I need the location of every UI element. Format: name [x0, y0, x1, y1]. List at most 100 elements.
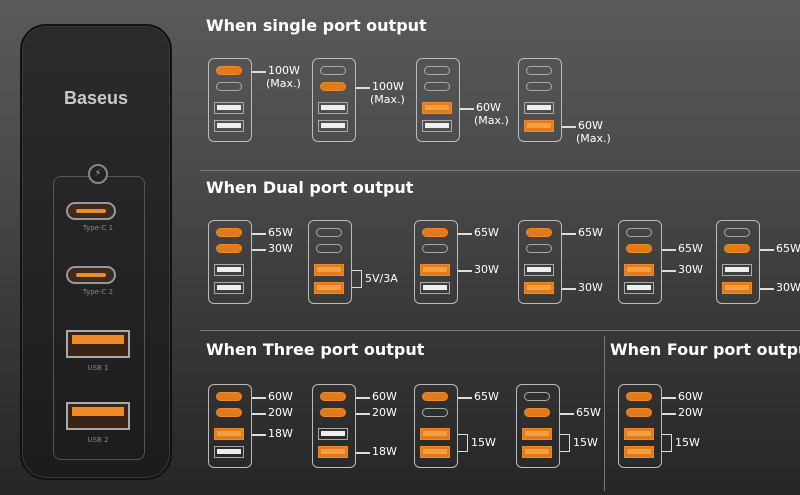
leader-line [662, 413, 676, 415]
type-c-port-icon [316, 244, 342, 253]
leader-line [460, 108, 474, 110]
type-c-port-icon [424, 82, 450, 91]
leader-line [662, 249, 676, 251]
type-c-port-icon [626, 392, 652, 401]
port-label: Type-C 2 [82, 288, 114, 296]
wattage-label: (Max.) [370, 93, 405, 106]
type-c-port-icon [724, 228, 750, 237]
type-c-port-icon [424, 66, 450, 75]
usb-a-port-icon [524, 102, 554, 114]
usb-a-port-icon [420, 264, 450, 276]
port-diagram [308, 220, 352, 304]
usb-a-port-icon [420, 446, 450, 458]
port-diagram [208, 58, 252, 142]
type-c-port-icon [724, 244, 750, 253]
usb-a-port-icon [722, 264, 752, 276]
wattage-label: 60W [476, 101, 501, 114]
fast-charge-icon: ⚡ [88, 164, 108, 184]
wattage-label: (Max.) [576, 132, 611, 145]
usb-a-port-icon [318, 446, 348, 458]
type-c-port-icon [216, 82, 242, 91]
leader-line [458, 270, 472, 272]
type-c-port-icon [422, 408, 448, 417]
wattage-label: (Max.) [266, 77, 301, 90]
port-diagram [208, 220, 252, 304]
port-diagram [312, 384, 356, 468]
wattage-label: 65W [776, 242, 800, 255]
type-c-port-icon [524, 392, 550, 401]
usb2-port [66, 402, 130, 430]
charger-illustration: Baseus ⚡ Type-C 1 Type-C 2 USB 1 USB 2 [20, 24, 172, 480]
wattage-label: 60W [268, 390, 293, 403]
leader-line [760, 249, 774, 251]
usb-a-port-icon [314, 264, 344, 276]
port-diagram [414, 384, 458, 468]
port-diagram [518, 58, 562, 142]
wattage-label: 30W [268, 242, 293, 255]
wattage-label: 65W [576, 406, 601, 419]
leader-line [560, 413, 574, 415]
type-c-port-icon [422, 228, 448, 237]
type-c-port-icon [320, 82, 346, 91]
wattage-label: 30W [678, 263, 703, 276]
type-c-port-icon [216, 408, 242, 417]
usb-a-port-icon [422, 120, 452, 132]
divider [200, 330, 800, 331]
leader-line [252, 233, 266, 235]
type-c-port-icon [626, 408, 652, 417]
bracket [560, 434, 570, 452]
type-c-port-icon [626, 244, 652, 253]
wattage-label: 65W [268, 226, 293, 239]
wattage-label: 15W [573, 436, 598, 449]
leader-line [760, 288, 774, 290]
wattage-label: 5V/3A [365, 272, 398, 285]
usb-a-port-icon [624, 446, 654, 458]
divider [604, 336, 605, 491]
type-c-port-icon [526, 82, 552, 91]
usb-a-port-icon [214, 446, 244, 458]
type-c-port-icon [216, 66, 242, 75]
type-c-port-icon [422, 392, 448, 401]
usb-a-port-icon [314, 282, 344, 294]
section-title-three: When Three port output [206, 340, 425, 359]
port-diagram [518, 220, 562, 304]
type-c-port-icon [320, 408, 346, 417]
wattage-label: 20W [268, 406, 293, 419]
usb-a-port-icon [214, 102, 244, 114]
port-diagram [618, 220, 662, 304]
usb-a-port-icon [318, 428, 348, 440]
leader-line [356, 87, 370, 89]
leader-line [562, 126, 576, 128]
leader-line [252, 249, 266, 251]
bracket [662, 434, 672, 452]
wattage-label: 20W [372, 406, 397, 419]
port-diagram [716, 220, 760, 304]
leader-line [356, 397, 370, 399]
leader-line [252, 397, 266, 399]
leader-line [356, 413, 370, 415]
usb-a-port-icon [420, 428, 450, 440]
wattage-label: 18W [268, 427, 293, 440]
type-c-port-icon [524, 408, 550, 417]
leader-line [356, 452, 370, 454]
leader-line [662, 397, 676, 399]
leader-line [458, 397, 472, 399]
port-diagram [312, 58, 356, 142]
section-title-four: When Four port output [610, 340, 800, 359]
usb-a-port-icon [214, 428, 244, 440]
usb-a-port-icon [524, 120, 554, 132]
usb-a-port-icon [420, 282, 450, 294]
wattage-label: 60W [578, 119, 603, 132]
port-diagram [618, 384, 662, 468]
usb-a-port-icon [214, 264, 244, 276]
divider [200, 170, 800, 171]
type-c-port-icon [526, 66, 552, 75]
type-c-port-icon [216, 392, 242, 401]
wattage-label: 18W [372, 445, 397, 458]
bracket [352, 270, 362, 288]
leader-line [562, 288, 576, 290]
wattage-label: 60W [678, 390, 703, 403]
type-c-port-icon [320, 66, 346, 75]
section-title-single: When single port output [206, 16, 427, 35]
type-c-port-icon [626, 228, 652, 237]
